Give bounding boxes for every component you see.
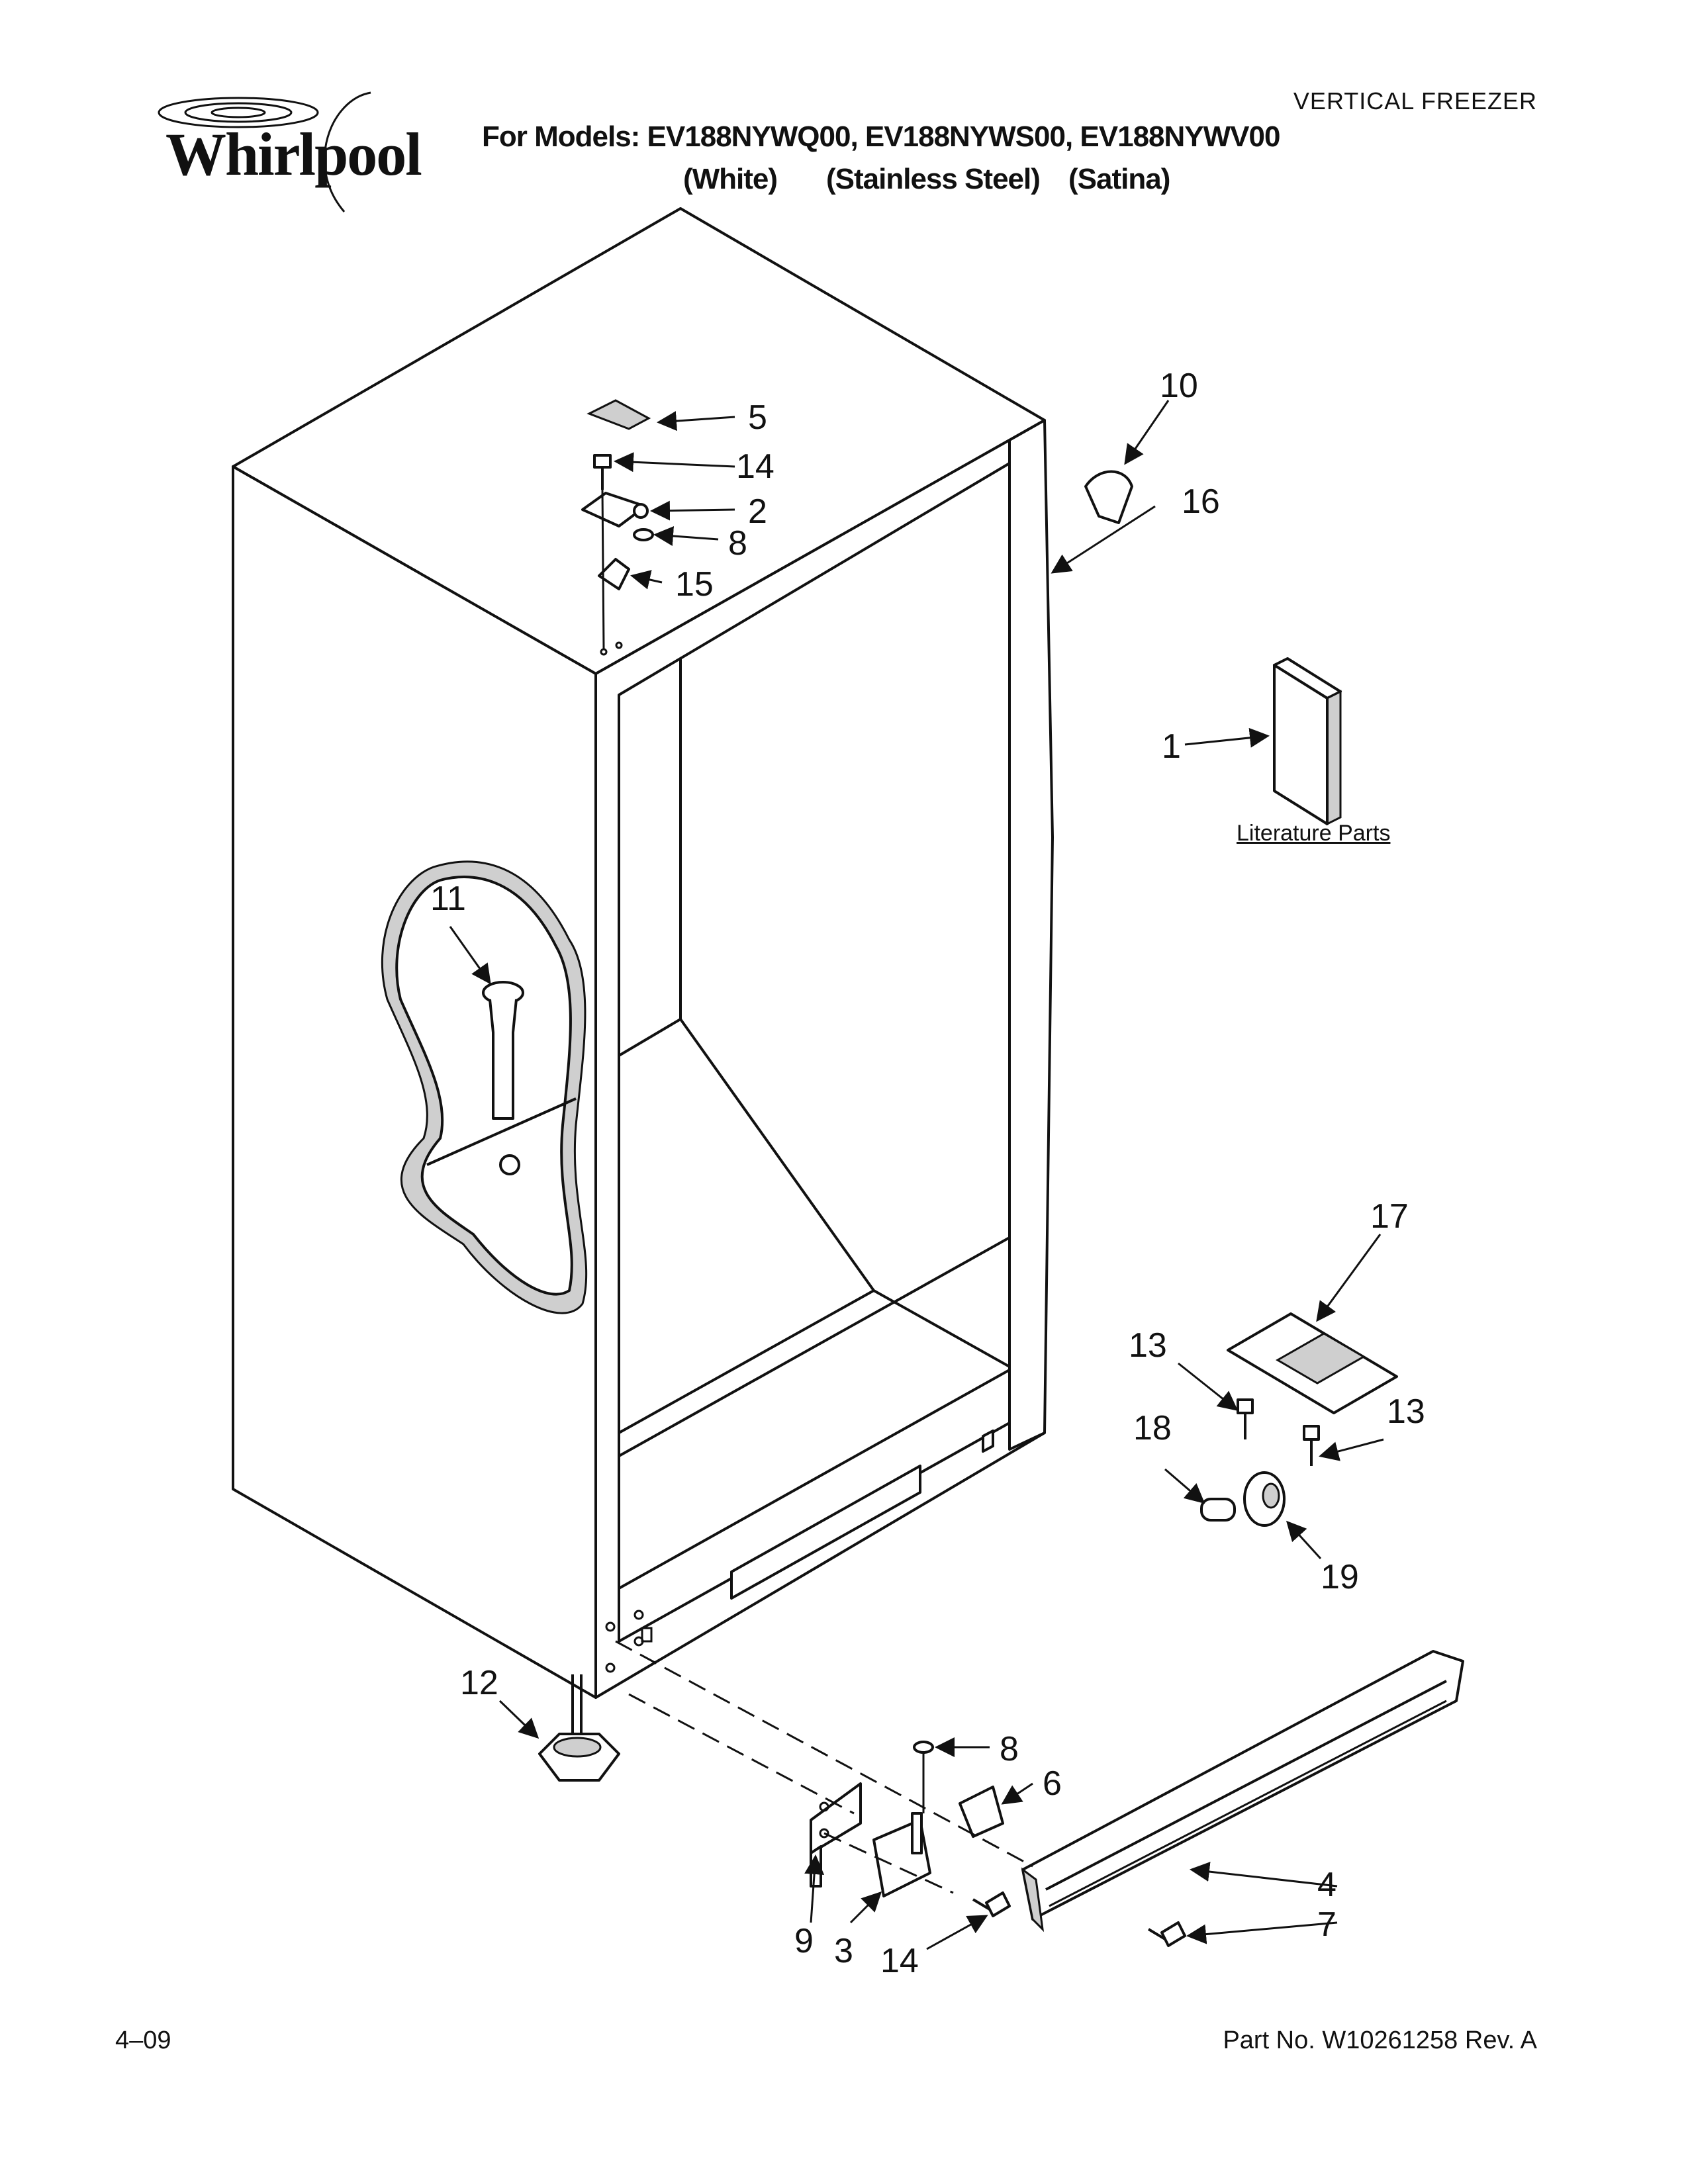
washer-icon <box>633 528 654 541</box>
callout-10: 10 <box>1160 367 1198 405</box>
callout-7: 7 <box>1317 1905 1336 1944</box>
callout-17: 17 <box>1370 1197 1409 1236</box>
callout-3: 3 <box>834 1932 853 1970</box>
callout-6: 6 <box>1043 1764 1062 1803</box>
washer-icon <box>913 1741 934 1754</box>
screw-icon <box>1303 1425 1320 1466</box>
whirlpool-logo: Whirlpool <box>165 119 422 189</box>
hinge-cover-icon <box>586 399 651 430</box>
callout-13-left: 13 <box>1129 1326 1167 1365</box>
lower-brackets <box>810 1741 1186 1947</box>
callout-14-bottom: 14 <box>880 1942 919 1980</box>
literature-booklet-icon <box>1273 657 1342 826</box>
callout-19: 19 <box>1321 1558 1359 1596</box>
vent-slot <box>730 1465 921 1600</box>
callout-1: 1 <box>1162 727 1181 766</box>
callout-14-top: 14 <box>736 447 774 486</box>
callout-15: 15 <box>675 565 714 604</box>
screw-icon <box>1147 1921 1186 1947</box>
finish-stainless-steel: (Stainless Steel) <box>826 163 1041 195</box>
revision-date: 4–09 <box>115 2026 171 2054</box>
callout-18: 18 <box>1133 1409 1172 1447</box>
screw-icon <box>1237 1398 1254 1439</box>
callout-leaders <box>449 400 1384 1950</box>
callout-11: 11 <box>430 880 466 918</box>
finish-white: (White) <box>683 163 778 195</box>
hinge-shim-icon <box>598 558 630 590</box>
callout-8-top: 8 <box>728 524 747 563</box>
leveling-leg-icon <box>538 1674 620 1782</box>
hinge-spacer-icon <box>959 1786 1004 1838</box>
callout-9: 9 <box>794 1922 814 1960</box>
bracket-icon <box>810 1782 862 1854</box>
category-title: VERTICAL FREEZER <box>1293 87 1537 114</box>
literature-parts-label: Literature Parts <box>1237 821 1391 846</box>
bushing-icon <box>1243 1471 1286 1527</box>
callout-16: 16 <box>1182 482 1220 521</box>
hinge-cap-icon <box>1084 470 1133 524</box>
brand-wordmark: Whirlpool <box>165 120 422 188</box>
callout-12: 12 <box>460 1664 498 1702</box>
right-flange <box>1008 419 1054 1451</box>
callout-13-right: 13 <box>1387 1392 1425 1431</box>
callout-4: 4 <box>1317 1866 1336 1904</box>
callout-8-bottom: 8 <box>1000 1730 1019 1768</box>
models-line: For Models: EV188NYWQ00, EV188NYWS00, EV… <box>482 120 1280 153</box>
callout-2: 2 <box>748 492 767 531</box>
top-hinge-assembly <box>581 399 654 656</box>
hinge-pin-icon <box>1200 1498 1236 1522</box>
screw-icon <box>593 454 612 490</box>
screw-icon <box>972 1891 1011 1917</box>
finish-satina: (Satina) <box>1068 163 1170 195</box>
part-number: Part No. W10261258 Rev. A <box>1223 2026 1537 2054</box>
toe-grille <box>1021 1650 1464 1933</box>
freezer-cabinet <box>232 207 1054 1699</box>
bottom-hinge-assembly <box>1200 1312 1398 1527</box>
drain-tube-icon <box>482 981 524 1175</box>
cutaway-drain-view <box>381 860 588 1314</box>
callout-5: 5 <box>748 398 767 437</box>
whirlpool-swirl-icon <box>158 91 371 212</box>
